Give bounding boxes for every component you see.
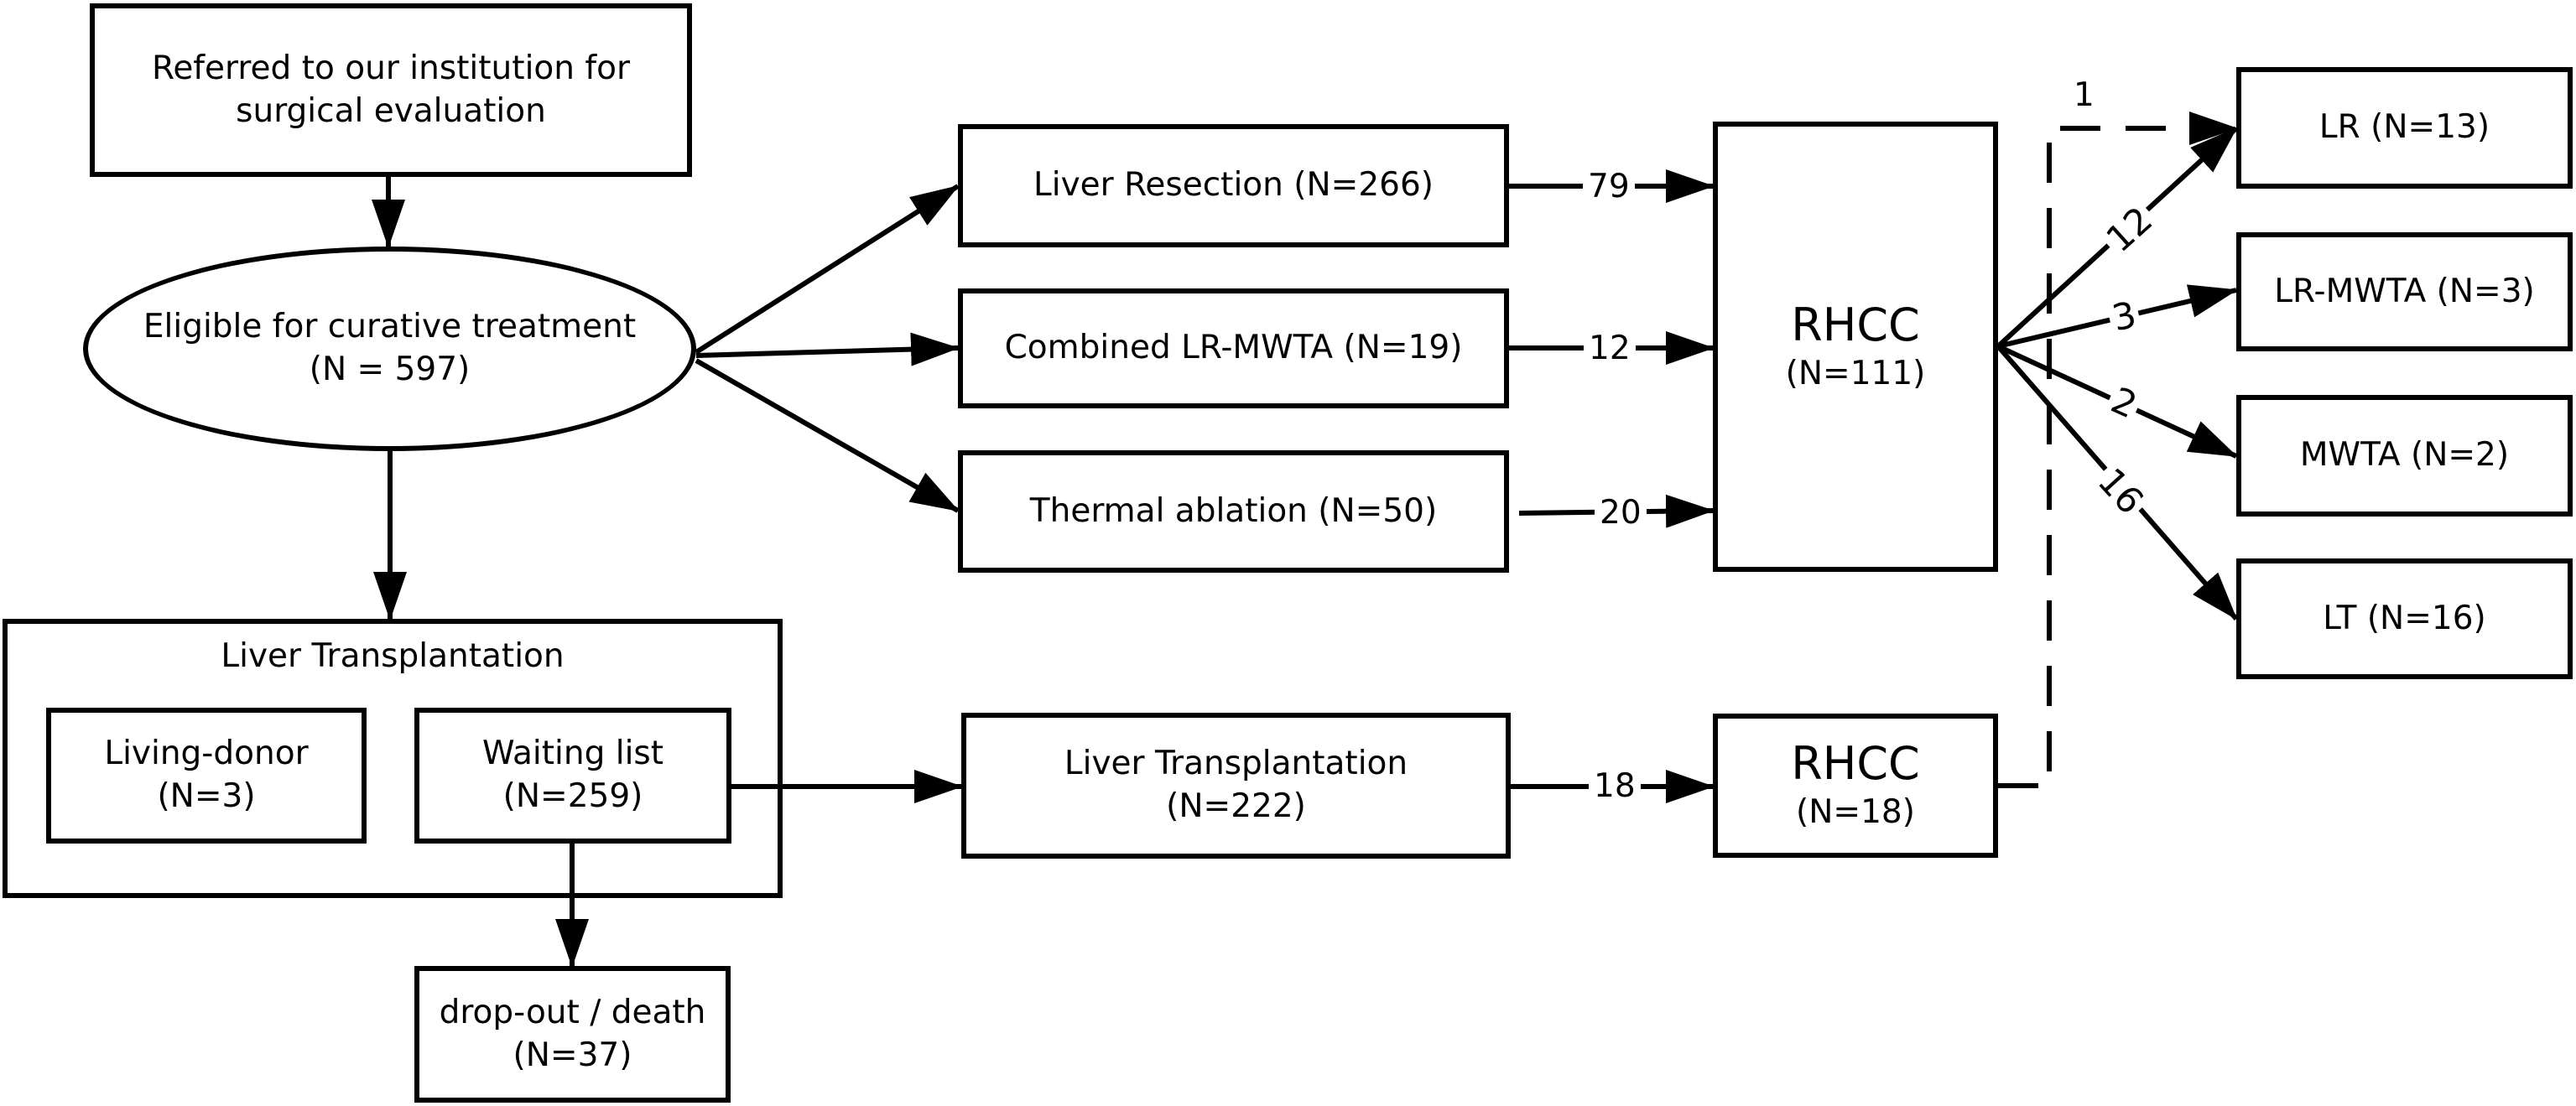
rhcc-main-title: RHCC xyxy=(1791,298,1920,351)
arrow-eligible-to-thermal xyxy=(695,358,960,513)
outcome-lr-label: LR (N=13) xyxy=(2318,108,2490,147)
edge-label-resection-to-rhcc: 79 xyxy=(1583,170,1635,203)
eligible-line2: (N = 597) xyxy=(309,350,471,388)
liver-transplantation-group-title: Liver Transplantation xyxy=(221,637,565,675)
living-donor-box: Living-donor (N=3) xyxy=(46,708,367,844)
liver-transplantation-group: Liver Transplantation xyxy=(3,619,783,898)
outcome-lr-mwta-label: LR-MWTA (N=3) xyxy=(2274,272,2535,310)
referred-box: Referred to our institution for surgical… xyxy=(90,3,692,177)
referred-line2: surgical evaluation xyxy=(236,91,546,130)
rhcc-main-count: (N=111) xyxy=(1785,354,1926,392)
waiting-list-line1: Waiting list xyxy=(481,735,664,773)
rhcc-main-box: RHCC (N=111) xyxy=(1713,122,1998,572)
dropout-line2: (N=37) xyxy=(513,1036,632,1074)
outcome-lr-box: LR (N=13) xyxy=(2236,67,2573,189)
combined-lr-mwta-label: Combined LR-MWTA (N=19) xyxy=(1004,329,1463,367)
rhcc-lt-title: RHCC xyxy=(1791,737,1920,791)
dropout-box: drop-out / death (N=37) xyxy=(414,966,731,1103)
liver-transplantation-box: Liver Transplantation (N=222) xyxy=(961,713,1511,859)
waiting-list-box: Waiting list (N=259) xyxy=(414,708,731,844)
dropout-line1: drop-out / death xyxy=(439,993,706,1031)
edge-label-combined-to-rhcc: 12 xyxy=(1584,332,1636,365)
outcome-lt-box: LT (N=16) xyxy=(2236,558,2573,679)
thermal-ablation-box: Thermal ablation (N=50) xyxy=(958,450,1509,573)
liver-transplantation-line1: Liver Transplantation xyxy=(1064,745,1408,783)
referred-line1: Referred to our institution for xyxy=(151,49,631,87)
combined-lr-mwta-box: Combined LR-MWTA (N=19) xyxy=(958,288,1509,408)
living-donor-line2: (N=3) xyxy=(157,777,256,815)
outcome-lt-label: LT (N=16) xyxy=(2323,599,2486,637)
eligible-line1: Eligible for curative treatment xyxy=(143,308,637,346)
liver-resection-label: Liver Resection (N=266) xyxy=(1033,166,1434,205)
rhcc-lt-count: (N=18) xyxy=(1796,793,1915,832)
eligible-oval: Eligible for curative treatment (N = 597… xyxy=(83,247,696,451)
liver-resection-box: Liver Resection (N=266) xyxy=(958,124,1509,247)
liver-transplantation-line2: (N=222) xyxy=(1166,787,1306,825)
outcome-mwta-label: MWTA (N=2) xyxy=(2299,436,2510,475)
living-donor-line1: Living-donor xyxy=(104,735,309,773)
outcome-lr-mwta-box: LR-MWTA (N=3) xyxy=(2236,232,2573,351)
arrow-eligible-to-combined xyxy=(695,332,960,366)
dashed-arrow-rhcc-lt-to-lr xyxy=(1998,112,2238,788)
arrow-eligible-to-resection xyxy=(695,184,960,355)
rhcc-lt-box: RHCC (N=18) xyxy=(1713,714,1998,858)
outcome-mwta-box: MWTA (N=2) xyxy=(2236,395,2573,517)
edge-label-thermal-to-rhcc: 20 xyxy=(1595,496,1647,529)
thermal-ablation-label: Thermal ablation (N=50) xyxy=(1029,491,1438,530)
edge-label-lt-to-rhcc: 18 xyxy=(1589,770,1641,802)
edge-label-rhcc-lt-to-lr: 1 xyxy=(2074,76,2095,114)
waiting-list-line2: (N=259) xyxy=(502,777,643,815)
